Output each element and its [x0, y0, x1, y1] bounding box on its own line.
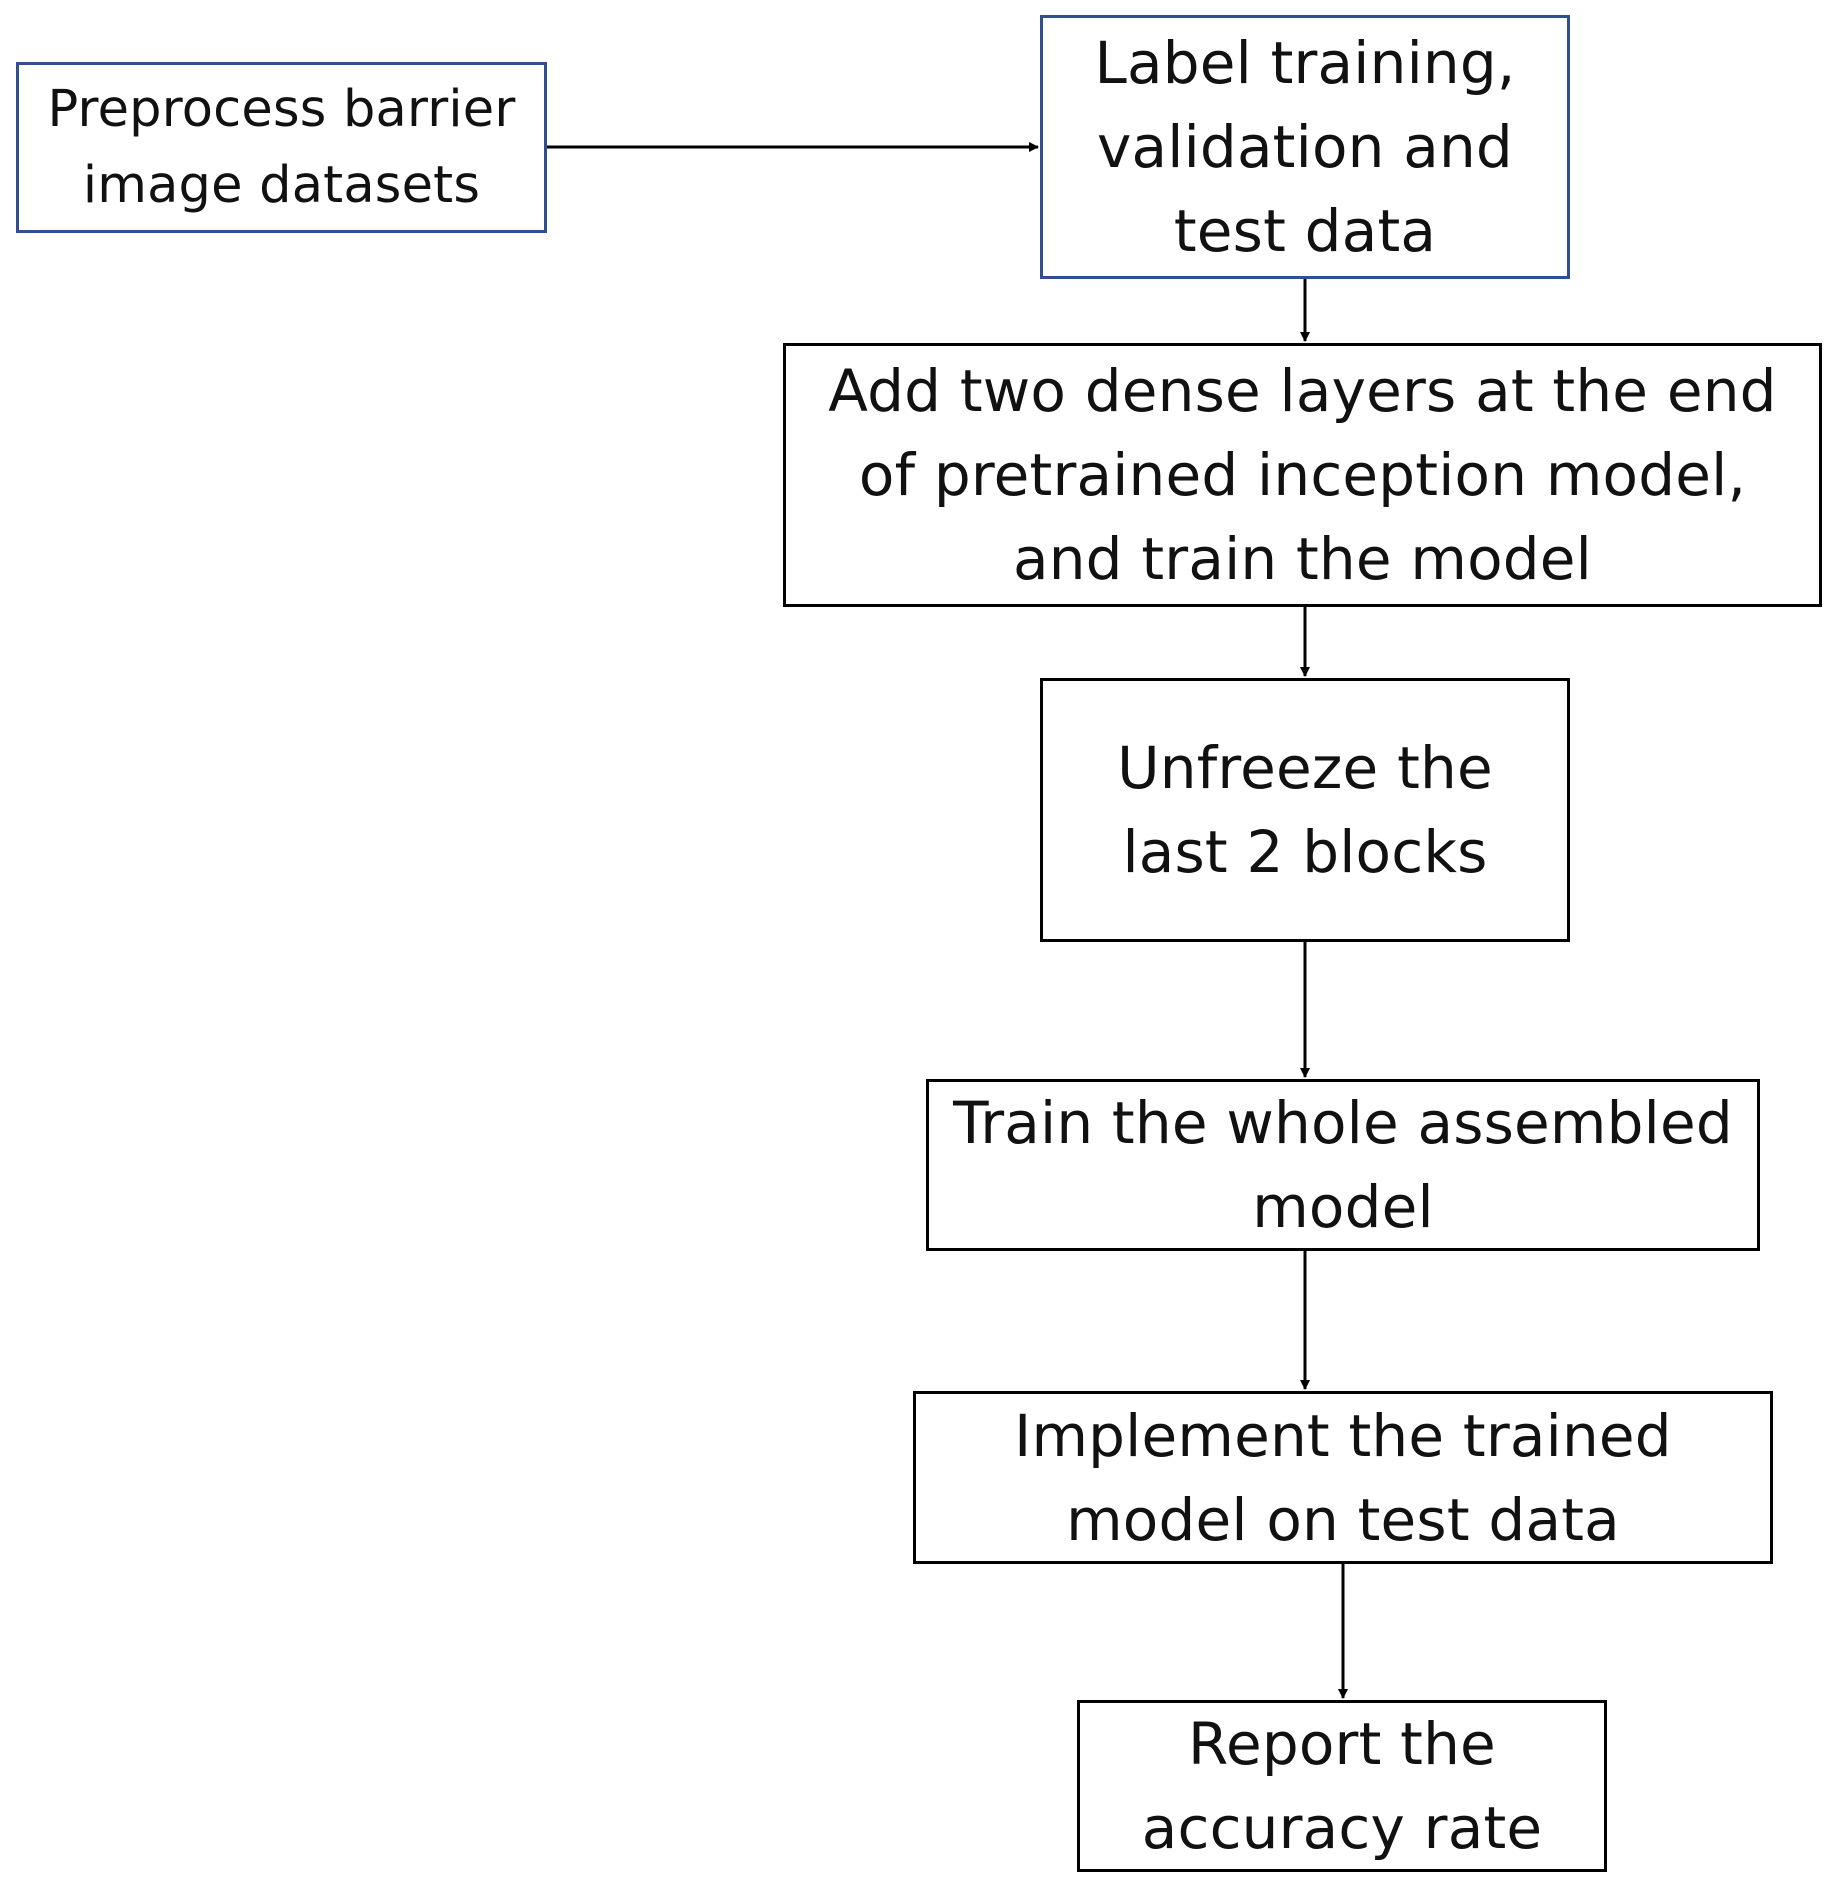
step-report-accuracy-label: Report the accuracy rate	[1141, 1710, 1543, 1862]
step-report-accuracy: Report the accuracy rate	[1077, 1700, 1607, 1872]
step-train-whole-model-label: Train the whole assembled model	[953, 1089, 1733, 1241]
step-unfreeze-blocks-label: Unfreeze the last 2 blocks	[1117, 734, 1493, 886]
step-unfreeze-blocks: Unfreeze the last 2 blocks	[1040, 678, 1570, 942]
step-label-data: Label training, validation and test data	[1040, 15, 1570, 279]
step-implement-on-test-label: Implement the trained model on test data	[1014, 1401, 1672, 1554]
step-implement-on-test: Implement the trained model on test data	[913, 1391, 1773, 1564]
step-preprocess: Preprocess barrier image datasets	[16, 62, 547, 233]
step-add-dense-layers-label: Add two dense layers at the end of pretr…	[828, 357, 1777, 593]
step-label-data-label: Label training, validation and test data	[1094, 29, 1516, 265]
step-add-dense-layers: Add two dense layers at the end of pretr…	[783, 343, 1822, 607]
step-preprocess-label: Preprocess barrier image datasets	[47, 79, 516, 215]
step-train-whole-model: Train the whole assembled model	[926, 1079, 1760, 1251]
